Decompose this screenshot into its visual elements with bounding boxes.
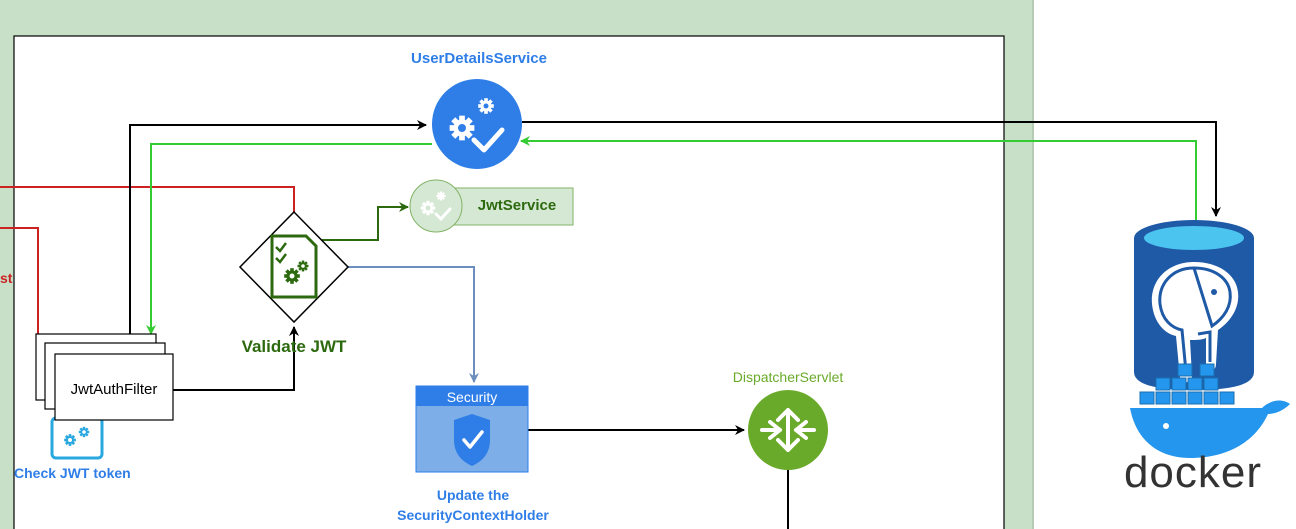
docker-logo-text: docker (1123, 448, 1263, 497)
userdetails-service-label: UserDetailsService (411, 50, 547, 67)
edge-filter-to-validate (170, 326, 299, 391)
edge-validate-to-jwtservice (322, 202, 409, 241)
edge-userdetails-to-db (522, 121, 1221, 217)
edge-filter-to-userdetails (129, 120, 427, 336)
jwt-auth-filter-box (35, 333, 174, 421)
check-jwt-token-label: Check JWT token (14, 465, 131, 481)
edge-userdetails-to-filter (146, 143, 432, 335)
app-container-border (1032, 0, 1034, 529)
userdetails-service-icon (432, 79, 522, 169)
validate-jwt-icon (238, 210, 350, 324)
jwt-service-icon (409, 179, 574, 233)
validate-jwt-label: Validate JWT (241, 337, 347, 356)
security-context-icon (415, 385, 529, 473)
postgresql-database-icon (1134, 220, 1254, 390)
request-line-lower (0, 227, 39, 368)
edge-db-to-userdetails (520, 136, 1197, 232)
security-context-label-line2: SecurityContextHolder (397, 507, 549, 523)
request-line-upper (0, 186, 295, 212)
check-jwt-token-icon (50, 416, 104, 460)
jwt-service-label: JwtService (477, 197, 557, 214)
jwt-auth-filter-label: JwtAuthFilter (70, 381, 158, 398)
dispatcher-servlet-label: DispatcherServlet (732, 369, 844, 385)
edge-fragment-label: st (0, 270, 13, 286)
edge-validate-to-security (346, 266, 479, 383)
security-window-header: Security (446, 389, 498, 405)
docker-whale-icon (1130, 363, 1290, 458)
dispatcher-servlet-icon (748, 390, 828, 470)
security-context-label-line1: Update the (436, 487, 510, 503)
